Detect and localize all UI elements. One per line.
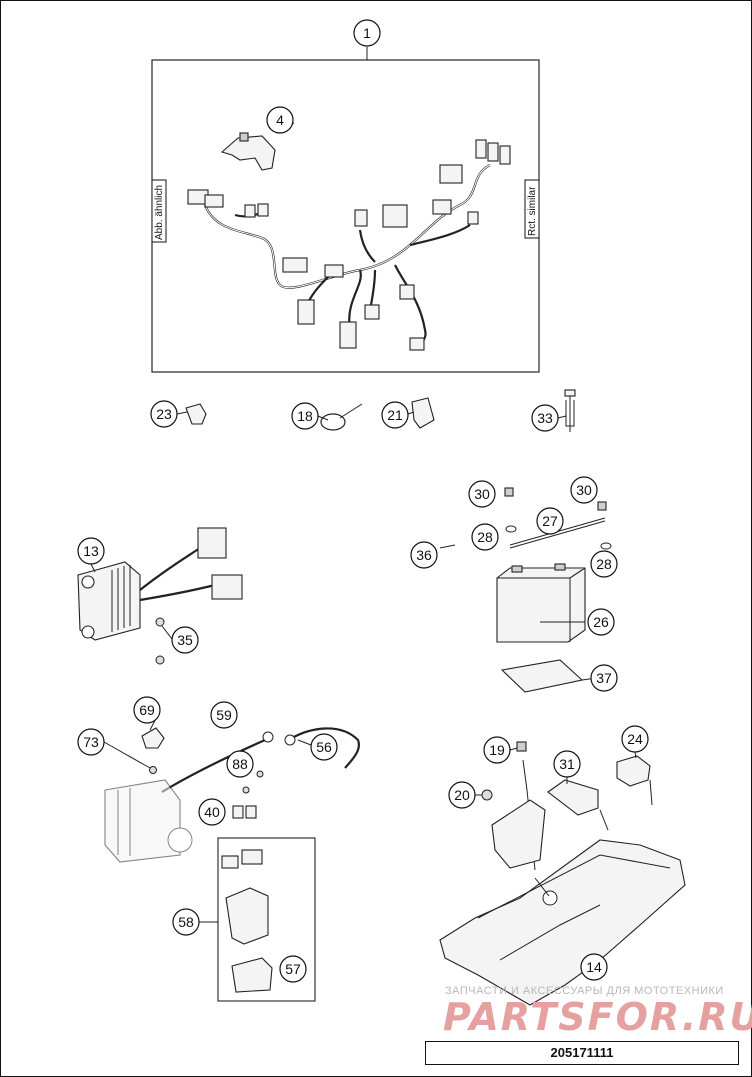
fuse-holder [564, 389, 576, 432]
callout-18: 18 [291, 402, 319, 430]
callout-35: 35 [171, 626, 199, 654]
svg-text:1: 1 [363, 25, 371, 41]
svg-text:69: 69 [139, 702, 155, 718]
diagram-part-number: 205171111 [425, 1041, 739, 1065]
callout-13: 13 [77, 537, 105, 565]
callout-57: 57 [279, 955, 307, 983]
svg-text:4: 4 [276, 112, 284, 128]
svg-text:58: 58 [178, 914, 194, 930]
svg-text:Abb. ähnlich: Abb. ähnlich [154, 185, 165, 240]
svg-text:36: 36 [416, 547, 432, 563]
callout-23: 23 [150, 400, 178, 428]
callout-26: 26 [587, 608, 615, 636]
svg-text:35: 35 [177, 632, 193, 648]
callout-31: 31 [553, 750, 581, 778]
callout-56: 56 [310, 733, 338, 761]
svg-text:Rct. similar: Rct. similar [527, 186, 538, 236]
callout-36: 36 [410, 541, 438, 569]
harness-connectors [187, 139, 511, 351]
callout-28-left: 28 [471, 523, 499, 551]
callout-30-right: 30 [570, 476, 598, 504]
svg-text:ЗАПЧАСТИ И АКСЕССУАРЫ ДЛЯ МОТО: ЗАПЧАСТИ И АКСЕССУАРЫ ДЛЯ МОТОТЕХНИКИ [445, 985, 724, 997]
svg-text:73: 73 [83, 734, 99, 750]
svg-text:88: 88 [232, 756, 248, 772]
relay-box [199, 837, 316, 1002]
callout-37: 37 [590, 664, 618, 692]
callout-19: 19 [483, 736, 511, 764]
callout-14: 14 [580, 953, 608, 981]
connector-cap [411, 397, 435, 429]
callout-58: 58 [172, 908, 200, 936]
svg-text:31: 31 [559, 756, 575, 772]
svg-text:18: 18 [297, 408, 313, 424]
battery-area [439, 487, 612, 693]
callout-30-left: 30 [468, 480, 496, 508]
callout-33: 33 [531, 404, 559, 432]
callout-27: 27 [536, 507, 564, 535]
svg-text:28: 28 [596, 556, 612, 572]
voltage-regulator [77, 527, 243, 665]
callout-4: 4 [266, 106, 294, 134]
svg-text:40: 40 [204, 804, 220, 820]
svg-text:20: 20 [454, 787, 470, 803]
svg-text:21: 21 [387, 407, 403, 423]
svg-text:30: 30 [474, 486, 490, 502]
svg-text:28: 28 [477, 529, 493, 545]
watermark: ЗАПЧАСТИ И АКСЕССУАРЫ ДЛЯ МОТОТЕХНИКИ PA… [443, 985, 752, 1039]
svg-text:23: 23 [156, 406, 172, 422]
wiring-harness-group: Abb. ähnlich Rct. similar [151, 47, 540, 373]
svg-text:59: 59 [216, 707, 232, 723]
harness-wires [203, 164, 491, 349]
label-abb-ahnlich: Abb. ähnlich [151, 179, 167, 243]
starter-cables [104, 727, 360, 863]
callout-40: 40 [198, 798, 226, 826]
svg-text:14: 14 [586, 959, 602, 975]
callout-24: 24 [621, 725, 649, 753]
svg-text:PARTSFOR.RU: PARTSFOR.RU [443, 995, 752, 1039]
callout-73: 73 [77, 728, 105, 756]
callout-28-right: 28 [590, 550, 618, 578]
rear-frame [439, 741, 686, 1006]
svg-text:56: 56 [316, 739, 332, 755]
callout-69: 69 [133, 696, 161, 724]
callout-88: 88 [226, 750, 254, 778]
svg-text:37: 37 [596, 670, 612, 686]
cable-tie [320, 403, 363, 431]
svg-text:30: 30 [576, 482, 592, 498]
callout-20: 20 [448, 781, 476, 809]
svg-text:19: 19 [489, 742, 505, 758]
svg-text:13: 13 [83, 543, 99, 559]
callout-21: 21 [381, 401, 409, 429]
svg-text:57: 57 [285, 961, 301, 977]
harness-bracket [220, 132, 276, 171]
svg-text:26: 26 [593, 614, 609, 630]
callout-1: 1 [353, 19, 381, 47]
cable-clip [185, 403, 207, 425]
svg-text:33: 33 [537, 410, 553, 426]
label-rct-similar: Rct. similar [524, 179, 540, 239]
callout-59: 59 [210, 701, 238, 729]
svg-text:24: 24 [627, 731, 643, 747]
svg-text:27: 27 [542, 513, 558, 529]
